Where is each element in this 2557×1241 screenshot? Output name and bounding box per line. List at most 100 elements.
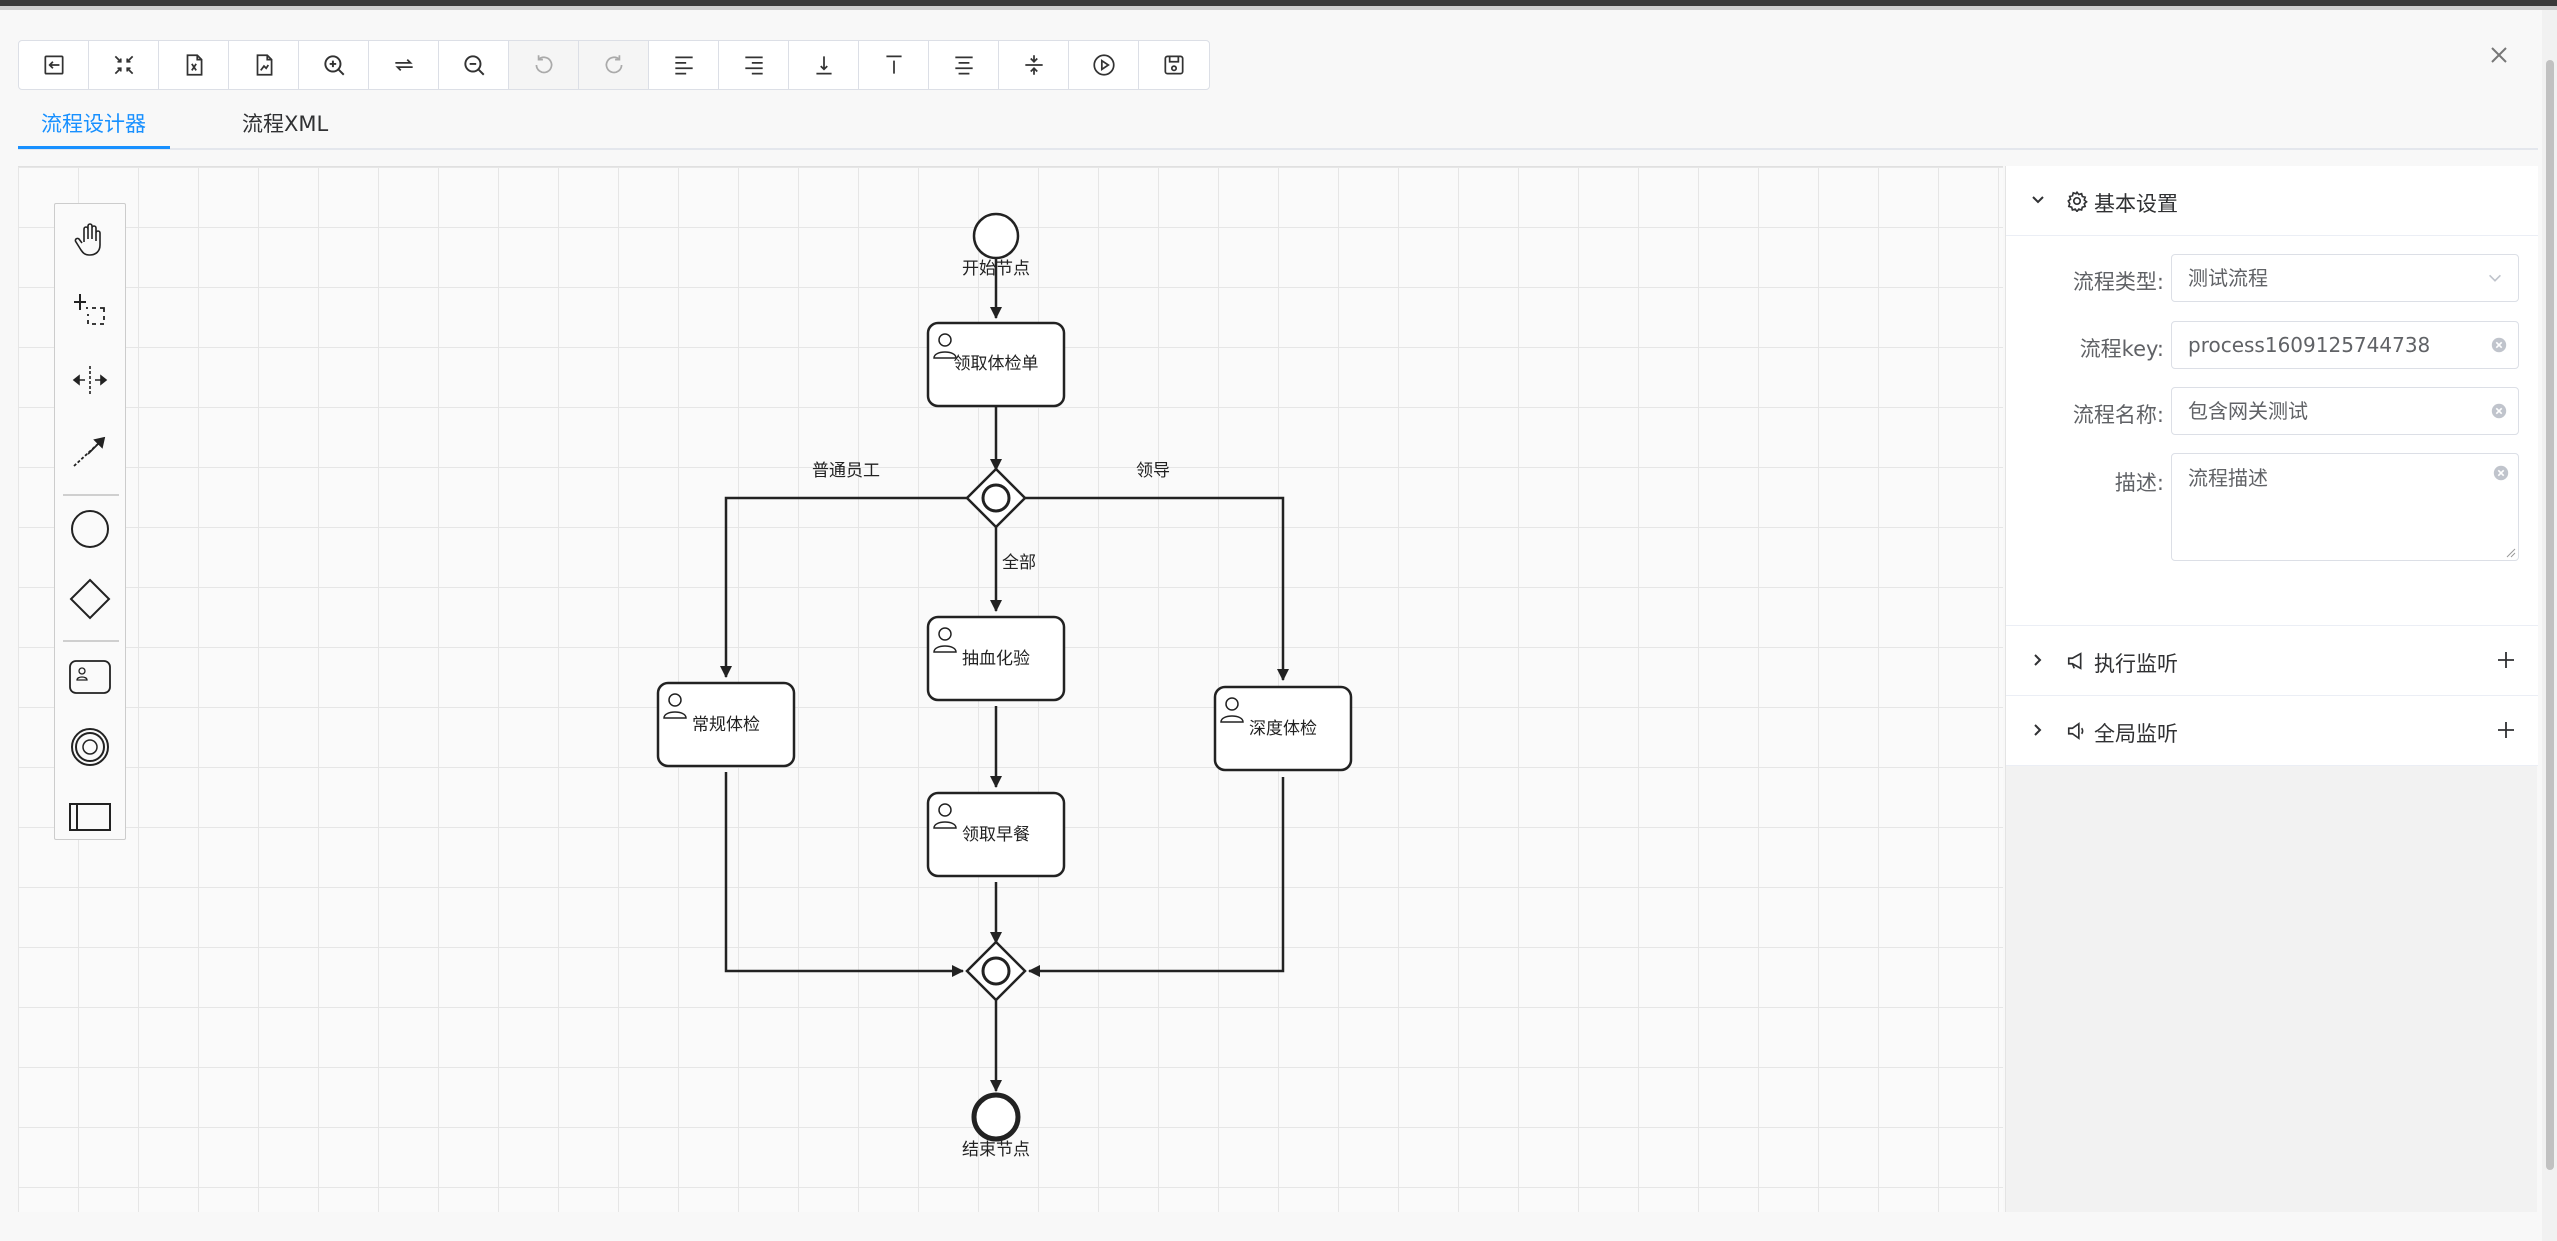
- global-connect-icon: [73, 436, 106, 467]
- zoom-in-button[interactable]: [299, 41, 369, 89]
- create-intermediate-event-button[interactable]: [61, 718, 119, 776]
- close-dialog-button[interactable]: [2484, 40, 2514, 70]
- zoom-out-icon: [463, 55, 484, 76]
- process-name-label: 流程名称:: [2072, 403, 2164, 427]
- export-xml-icon: [186, 54, 202, 76]
- save-icon: [1164, 55, 1184, 75]
- task-get-form[interactable]: [926, 321, 1066, 408]
- align-center-button[interactable]: [929, 41, 999, 89]
- fit-view-button[interactable]: [89, 41, 159, 89]
- description-label: 描述:: [2114, 471, 2164, 495]
- gear-icon: [2067, 190, 2088, 212]
- page-scrollbar-thumb[interactable]: [2546, 60, 2554, 1170]
- user-icon: [1220, 697, 1244, 723]
- process-type-value: 测试流程: [2188, 266, 2268, 290]
- description-placeholder: 流程描述: [2188, 466, 2268, 490]
- zoom-out-button[interactable]: [439, 41, 509, 89]
- sequence-flows: [720, 258, 1289, 1092]
- basic-settings-header[interactable]: 基本设置: [2006, 166, 2538, 236]
- intermediate-event-icon: [71, 728, 109, 766]
- create-pool-button[interactable]: [61, 788, 119, 846]
- space-tool-button[interactable]: [61, 351, 119, 409]
- user-icon: [663, 693, 687, 719]
- inclusive-gateway-join[interactable]: [965, 940, 1027, 1002]
- space-tool-icon: [72, 366, 108, 394]
- process-type-select[interactable]: 测试流程: [2171, 254, 2519, 302]
- create-gateway-button[interactable]: [61, 570, 119, 628]
- process-name-value: 包含网关测试: [2188, 399, 2308, 423]
- flow-deep-to-join[interactable]: [1028, 777, 1285, 977]
- import-button[interactable]: [19, 41, 89, 89]
- properties-panel: 基本设置 流程类型: 测试流程 流程key: process1609125744…: [2005, 166, 2538, 1212]
- lasso-tool-button[interactable]: [61, 281, 119, 339]
- description-textarea[interactable]: 流程描述: [2171, 453, 2519, 561]
- align-left-icon: [674, 56, 693, 75]
- process-name-input[interactable]: 包含网关测试: [2171, 387, 2519, 435]
- user-icon: [933, 333, 957, 359]
- execution-listener-header[interactable]: 执行监听: [2006, 626, 2538, 696]
- reset-zoom-icon: [394, 58, 413, 72]
- user-icon: [933, 627, 957, 653]
- tab-process-xml[interactable]: 流程XML: [242, 112, 329, 136]
- palette-separator: [63, 494, 119, 496]
- export-xml-button[interactable]: [159, 41, 229, 89]
- flow-regular-to-join[interactable]: [724, 772, 964, 977]
- align-center-icon: [954, 56, 973, 75]
- undo-button[interactable]: [509, 41, 579, 89]
- create-user-task-button[interactable]: [61, 648, 119, 706]
- reset-zoom-button[interactable]: [369, 41, 439, 89]
- resize-handle-icon[interactable]: [2504, 546, 2516, 558]
- simulate-button[interactable]: [1069, 41, 1139, 89]
- redo-button[interactable]: [579, 41, 649, 89]
- zoom-in-icon: [323, 55, 344, 76]
- flow-leader[interactable]: [1025, 496, 1289, 681]
- simulate-icon: [1092, 54, 1115, 76]
- align-left-button[interactable]: [649, 41, 719, 89]
- process-key-value: process1609125744738: [2188, 333, 2431, 357]
- user-icon: [933, 803, 957, 829]
- align-middle-button[interactable]: [999, 41, 1069, 89]
- plus-icon[interactable]: [2494, 718, 2518, 742]
- tab-process-designer[interactable]: 流程设计器: [41, 112, 146, 136]
- global-listener-header[interactable]: 全局监听: [2006, 696, 2538, 766]
- align-top-icon: [885, 55, 902, 74]
- process-key-input[interactable]: process1609125744738: [2171, 321, 2519, 369]
- save-button[interactable]: [1139, 41, 1209, 89]
- flow-normal-staff[interactable]: [720, 496, 967, 678]
- palette-separator: [63, 640, 119, 642]
- start-event[interactable]: [972, 212, 1020, 260]
- chevron-right-icon: [2034, 724, 2042, 736]
- start-event-icon: [71, 510, 109, 548]
- close-icon: [2491, 47, 2507, 63]
- redo-icon: [605, 55, 622, 74]
- align-right-button[interactable]: [719, 41, 789, 89]
- designer-tabs: 流程设计器 流程XML: [18, 100, 2538, 150]
- global-connect-tool-button[interactable]: [61, 421, 119, 479]
- create-start-event-button[interactable]: [61, 500, 119, 558]
- plus-icon[interactable]: [2494, 648, 2518, 672]
- chevron-down-icon: [2489, 274, 2501, 282]
- hand-tool-button[interactable]: [61, 211, 119, 269]
- export-svg-button[interactable]: [229, 41, 299, 89]
- end-event[interactable]: [971, 1092, 1021, 1142]
- clear-icon[interactable]: [2490, 402, 2508, 420]
- export-svg-icon: [256, 54, 272, 76]
- megaphone-icon: [2067, 652, 2082, 670]
- task-blood-test[interactable]: [926, 615, 1066, 702]
- undo-icon: [535, 55, 552, 74]
- clear-icon[interactable]: [2492, 464, 2510, 482]
- pool-icon: [69, 803, 111, 831]
- align-middle-icon: [1024, 55, 1043, 75]
- chevron-down-icon: [2032, 196, 2044, 204]
- inclusive-gateway-split[interactable]: [965, 467, 1027, 529]
- align-top-button[interactable]: [859, 41, 929, 89]
- clear-icon[interactable]: [2490, 336, 2508, 354]
- task-regular-check[interactable]: [656, 681, 796, 768]
- task-get-breakfast[interactable]: [926, 791, 1066, 878]
- align-bottom-icon: [815, 56, 832, 75]
- task-deep-check[interactable]: [1213, 685, 1353, 772]
- align-bottom-button[interactable]: [789, 41, 859, 89]
- import-icon: [43, 55, 64, 75]
- chevron-right-icon: [2034, 654, 2042, 666]
- window-top-bar: [0, 0, 2557, 10]
